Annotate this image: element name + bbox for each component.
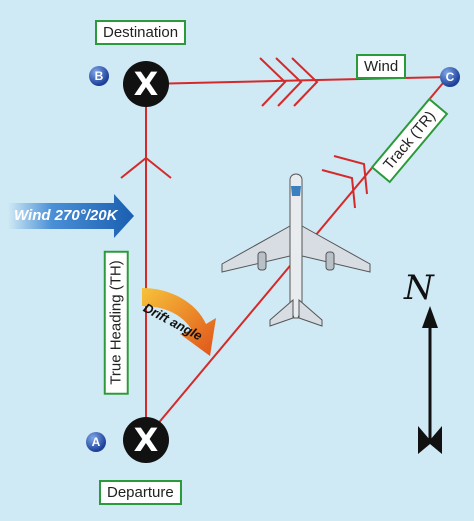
true-heading-label: True Heading (TH) bbox=[103, 250, 129, 395]
track-chevrons bbox=[321, 155, 368, 209]
departure-marker: X bbox=[123, 417, 169, 463]
point-a-badge: A bbox=[86, 432, 106, 452]
point-c-badge: C bbox=[440, 67, 460, 87]
drift-arrow-icon bbox=[142, 288, 216, 356]
heading-chevron bbox=[120, 156, 172, 179]
airplane-icon bbox=[221, 173, 371, 327]
wind-label: Wind bbox=[356, 54, 407, 79]
north-label: N bbox=[404, 268, 434, 308]
wind-arrow-label: Wind 270°/20K bbox=[14, 207, 118, 224]
wind-chevrons bbox=[259, 57, 319, 107]
north-arrow-icon bbox=[418, 306, 442, 454]
destination-label: Destination bbox=[95, 20, 187, 45]
wind-arrow-icon bbox=[8, 194, 134, 238]
point-b-badge: B bbox=[89, 66, 109, 86]
departure-label: Departure bbox=[99, 480, 182, 505]
destination-marker: X bbox=[123, 61, 169, 107]
